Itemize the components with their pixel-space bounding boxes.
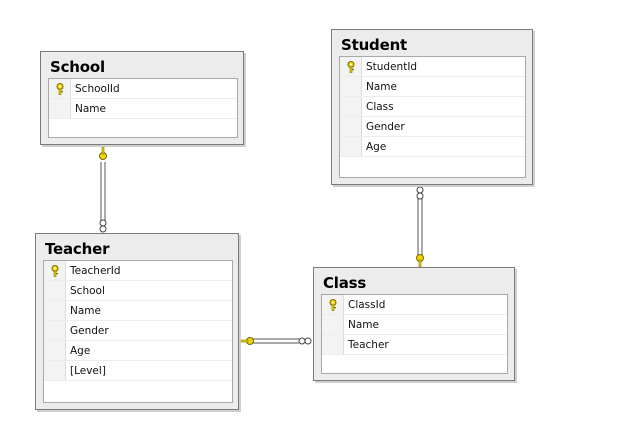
table-title: Student — [341, 36, 408, 54]
key-icon — [49, 79, 71, 98]
column-row[interactable]: Age — [340, 137, 525, 157]
table-teacher[interactable]: Teacher TeacherId School Name Gender Age… — [35, 233, 239, 410]
key-endpoint-icon — [99, 146, 107, 160]
column-name: Gender — [366, 120, 405, 133]
table-title: Teacher — [45, 240, 110, 258]
row-selector — [49, 99, 71, 118]
column-row[interactable]: Gender — [44, 321, 232, 341]
infinity-endpoint-icon — [298, 337, 312, 345]
column-row[interactable]: [Level] — [44, 361, 232, 381]
table-title: Class — [323, 274, 367, 292]
column-row[interactable]: Class — [340, 97, 525, 117]
column-row[interactable]: TeacherId — [44, 261, 232, 281]
column-row[interactable]: Name — [340, 77, 525, 97]
column-row[interactable]: Name — [49, 99, 237, 119]
row-selector — [44, 361, 66, 380]
column-name: School — [70, 284, 105, 297]
infinity-endpoint-icon — [99, 219, 107, 233]
table-class[interactable]: Class ClassId Name Teacher — [313, 267, 515, 381]
column-name: Name — [366, 80, 397, 93]
column-grid: TeacherId School Name Gender Age [Level] — [43, 260, 233, 403]
row-selector — [44, 321, 66, 340]
row-selector — [44, 281, 66, 300]
column-grid: SchoolId Name — [48, 78, 238, 138]
column-grid: StudentId Name Class Gender Age — [339, 56, 526, 178]
column-name: Gender — [70, 324, 109, 337]
row-selector — [340, 77, 362, 96]
relationship-school-teacher[interactable] — [100, 162, 106, 221]
row-selector — [322, 315, 344, 334]
column-row[interactable]: StudentId — [340, 57, 525, 77]
column-row[interactable]: School — [44, 281, 232, 301]
key-icon — [44, 261, 66, 280]
column-name: Name — [75, 102, 106, 115]
column-name: Age — [70, 344, 91, 357]
column-name: Class — [366, 100, 394, 113]
column-row[interactable]: ClassId — [322, 295, 507, 315]
row-selector — [44, 301, 66, 320]
infinity-endpoint-icon — [416, 186, 424, 200]
table-title: School — [50, 58, 105, 76]
column-name: ClassId — [348, 298, 386, 311]
relationship-teacher-class[interactable] — [252, 338, 299, 344]
column-name: SchoolId — [75, 82, 120, 95]
column-name: TeacherId — [70, 264, 121, 277]
column-grid: ClassId Name Teacher — [321, 294, 508, 374]
column-name: StudentId — [366, 60, 418, 73]
column-name: Name — [348, 318, 379, 331]
column-name: Teacher — [348, 338, 389, 351]
row-selector — [44, 341, 66, 360]
column-row[interactable]: Teacher — [322, 335, 507, 355]
row-selector — [340, 117, 362, 136]
column-name: [Level] — [70, 364, 106, 377]
column-row[interactable]: Name — [322, 315, 507, 335]
key-icon — [322, 295, 344, 314]
column-row[interactable]: Name — [44, 301, 232, 321]
column-row[interactable]: Gender — [340, 117, 525, 137]
relationship-class-student[interactable] — [417, 196, 423, 256]
table-student[interactable]: Student StudentId Name Class Gender Age — [331, 29, 533, 185]
row-selector — [340, 137, 362, 156]
key-endpoint-icon — [240, 337, 254, 345]
column-name: Age — [366, 140, 387, 153]
column-row[interactable]: Age — [44, 341, 232, 361]
key-endpoint-icon — [416, 254, 424, 268]
column-row[interactable]: SchoolId — [49, 79, 237, 99]
table-school[interactable]: School SchoolId Name — [40, 51, 244, 145]
key-icon — [340, 57, 362, 76]
row-selector — [340, 97, 362, 116]
row-selector — [322, 335, 344, 354]
column-name: Name — [70, 304, 101, 317]
